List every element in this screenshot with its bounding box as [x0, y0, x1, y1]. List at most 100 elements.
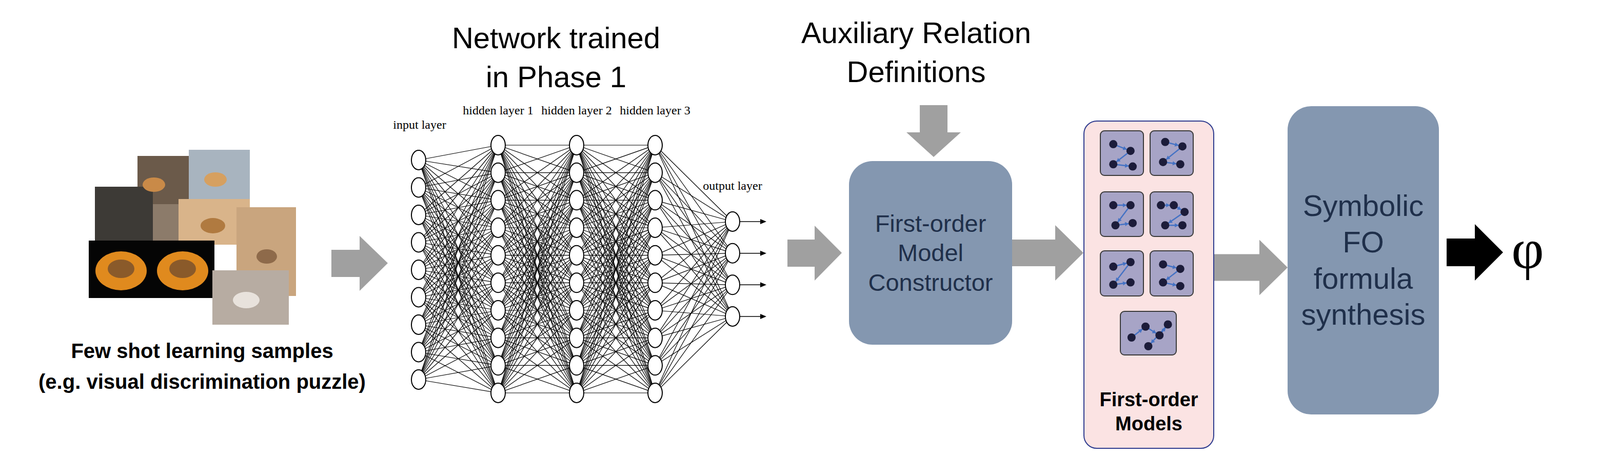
relation-arrow: [1113, 164, 1133, 167]
synapse: [655, 253, 733, 284]
synapse: [498, 145, 577, 201]
neuron: [647, 190, 663, 210]
flow-arrow: [906, 105, 961, 157]
synapse: [498, 255, 577, 393]
neuron: [490, 163, 506, 183]
layer-label: hidden layer 1: [462, 103, 533, 118]
synapse: [498, 310, 577, 393]
layer-label: hidden layer 3: [619, 103, 690, 118]
synapse: [655, 145, 733, 254]
model-tile: [1120, 311, 1177, 355]
photo-collage: [88, 149, 296, 325]
element-dot: [1109, 140, 1118, 149]
synapse: [498, 145, 577, 311]
synapse: [498, 338, 577, 393]
neuron: [647, 300, 663, 321]
synapse: [655, 316, 733, 339]
synapse: [418, 255, 499, 380]
synapse: [498, 145, 577, 228]
model-tile: [1100, 191, 1144, 237]
synapse: [655, 253, 733, 366]
photo: [212, 270, 289, 325]
relation-head: [1122, 281, 1127, 286]
synapse: [418, 160, 499, 393]
synapse: [655, 172, 733, 317]
flow-arrow: [1214, 240, 1288, 296]
synapse: [576, 200, 656, 393]
layer-label: input layer: [392, 117, 446, 133]
neuron: [725, 306, 740, 327]
relation-head: [1152, 329, 1157, 333]
sofa: [156, 251, 209, 291]
neuron: [647, 135, 663, 155]
cat: [169, 259, 196, 279]
relation-arrow: [1164, 224, 1183, 227]
relation-arrow: [1113, 282, 1131, 285]
element-dot: [1126, 278, 1135, 287]
synapse: [418, 145, 499, 380]
cat: [107, 259, 135, 279]
relation-arrow: [1113, 262, 1131, 285]
element-dot: [1144, 342, 1153, 351]
relation-arrow: [1131, 326, 1146, 338]
synapse: [576, 145, 656, 366]
synapse: [655, 227, 733, 254]
node-text: First-order Models: [1088, 387, 1210, 436]
synapse: [576, 144, 656, 146]
synapse: [498, 145, 577, 339]
synapse: [418, 365, 499, 380]
element-dot: [1109, 280, 1118, 289]
synapse: [576, 338, 656, 393]
element-dot: [1156, 201, 1165, 210]
model-set-box: First-order Models: [1083, 120, 1215, 449]
caption-text: (e.g. visual discrimination puzzle): [38, 369, 366, 394]
neuron: [411, 314, 426, 335]
output-head: [760, 313, 767, 320]
relation-head: [1122, 203, 1127, 208]
relation-arrow: [1162, 268, 1181, 283]
relation-head: [1172, 282, 1177, 287]
relation-arrow: [1159, 324, 1168, 336]
neuron: [569, 383, 584, 403]
synapse: [655, 145, 733, 285]
neuron: [411, 232, 426, 253]
layer-label: output layer: [702, 178, 762, 194]
relation-head: [1124, 163, 1129, 168]
relation-head: [1176, 206, 1181, 210]
synapse: [498, 145, 577, 366]
synapse: [576, 310, 656, 393]
relation-head: [1138, 329, 1143, 333]
relation-head: [1166, 155, 1171, 160]
synapse: [576, 145, 656, 201]
model-tile: [1150, 191, 1194, 237]
node-text: First-order Model Constructor: [856, 208, 1005, 298]
synapse: [418, 324, 499, 393]
relation-arrow: [1148, 324, 1169, 347]
synapse: [655, 316, 733, 393]
relation-arrow: [1160, 204, 1174, 207]
element-dot: [1176, 160, 1185, 169]
process-box: First-order Model Constructor: [848, 161, 1013, 345]
synapse: [418, 379, 499, 393]
synapse: [418, 200, 499, 380]
cat: [200, 218, 226, 234]
neuron: [569, 218, 584, 238]
result-symbol: φ: [1511, 215, 1545, 284]
synapse: [498, 255, 577, 393]
neuron: [647, 218, 663, 238]
relation-head: [1166, 203, 1170, 208]
neuron: [411, 205, 426, 225]
synapse: [576, 255, 656, 393]
layer-label: hidden layer 2: [541, 103, 612, 118]
synapse: [576, 145, 656, 339]
synapse: [498, 145, 577, 393]
synapse: [576, 145, 656, 256]
synapse: [498, 365, 577, 393]
sofa: [95, 251, 147, 291]
synapse: [655, 316, 733, 366]
relation-head: [1174, 142, 1179, 147]
element-dot: [1126, 258, 1135, 267]
cat: [256, 249, 278, 264]
caption-text: Auxiliary Relation Definitions: [777, 13, 1055, 92]
relation-head: [1116, 157, 1121, 162]
